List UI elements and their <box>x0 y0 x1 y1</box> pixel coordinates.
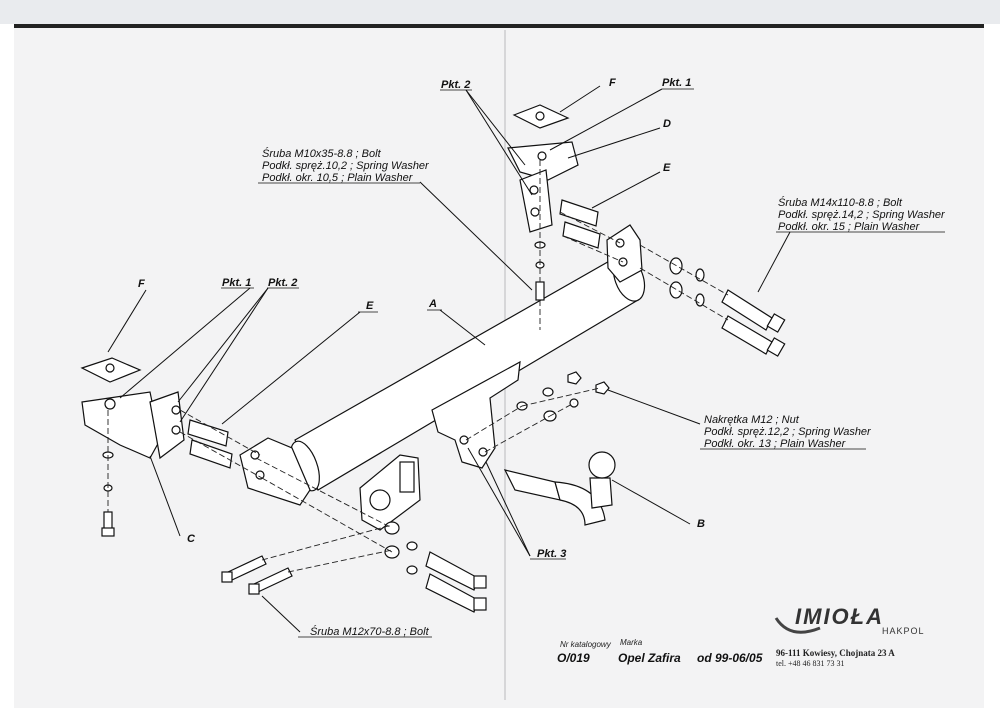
label-bolt-m14-3: Podkł. okr. 15 ; Plain Washer <box>778 221 921 233</box>
m12-bolts-lower <box>221 521 487 613</box>
label-nut-3: Podkł. okr. 13 ; Plain Washer <box>704 438 847 450</box>
centre-bracket <box>431 360 521 469</box>
label-d-top: D <box>663 118 671 130</box>
left-vertical-bolt <box>101 410 115 537</box>
catalog-label: Nr katalogowy <box>560 640 612 649</box>
imiola-logo: IMIOŁA HAKPOL <box>774 604 925 636</box>
right-side-bracket-d <box>507 141 579 233</box>
left-plate-f <box>80 357 142 383</box>
label-pkt2-left: Pkt. 2 <box>268 277 297 289</box>
label-bolt-m10-1: Śruba M10x35-8.8 ; Bolt <box>262 147 382 160</box>
label-bolt-m14-2: Podkł. spręż.14,2 ; Spring Washer <box>778 209 946 221</box>
label-b: B <box>697 518 705 530</box>
label-nut-1: Nakrętka M12 ; Nut <box>704 414 800 426</box>
left-spacers-e <box>187 419 233 469</box>
label-bolt-m14-1: Śruba M14x110-8.8 ; Bolt <box>778 196 903 209</box>
label-f-left: F <box>138 278 145 290</box>
tow-ball-b <box>503 451 616 526</box>
label-nut-2: Podkł. spręż.12,2 ; Spring Washer <box>704 426 872 438</box>
label-pkt1-top: Pkt. 1 <box>662 77 691 89</box>
phone: tel. +48 46 831 73 31 <box>776 659 845 668</box>
label-e-top: E <box>663 162 671 174</box>
left-tube-plate <box>239 437 311 506</box>
label-f-top: F <box>609 77 616 89</box>
label-bolt-m12: Śruba M12x70-8.8 ; Bolt <box>310 625 430 638</box>
label-pkt3: Pkt. 3 <box>537 548 566 560</box>
m12-nuts-right <box>516 371 610 422</box>
label-bolt-m10-3: Podkł. okr. 10,5 ; Plain Washer <box>262 172 414 184</box>
brand-value: Opel Zafira <box>618 651 681 665</box>
socket-plate <box>359 454 421 531</box>
brand-label: Marka <box>620 638 643 647</box>
right-spacers-e <box>559 199 601 249</box>
scan-top-border <box>0 0 1000 24</box>
right-plate-f <box>512 104 570 129</box>
assembly-dashes <box>179 211 624 553</box>
logo-swoosh <box>774 617 821 634</box>
label-e-left: E <box>366 300 374 312</box>
m14-bolts <box>639 244 786 357</box>
logo-text: IMIOŁA <box>795 604 884 629</box>
left-side-bracket-c <box>81 391 185 460</box>
address: 96-111 Kowiesy, Chojnata 23 A <box>776 648 895 658</box>
leader-lines <box>107 85 791 633</box>
label-pkt1-left: Pkt. 1 <box>222 277 251 289</box>
logo-sub: HAKPOL <box>882 626 925 636</box>
right-tube-plate <box>606 224 643 283</box>
label-bolt-m10-2: Podkł. spręż.10,2 ; Spring Washer <box>262 160 430 172</box>
label-pkt2-top: Pkt. 2 <box>441 79 470 91</box>
years-value: od 99-06/05 <box>697 651 763 665</box>
label-c: C <box>187 533 196 545</box>
label-a: A <box>428 298 437 310</box>
catalog-value: O/019 <box>557 651 590 665</box>
